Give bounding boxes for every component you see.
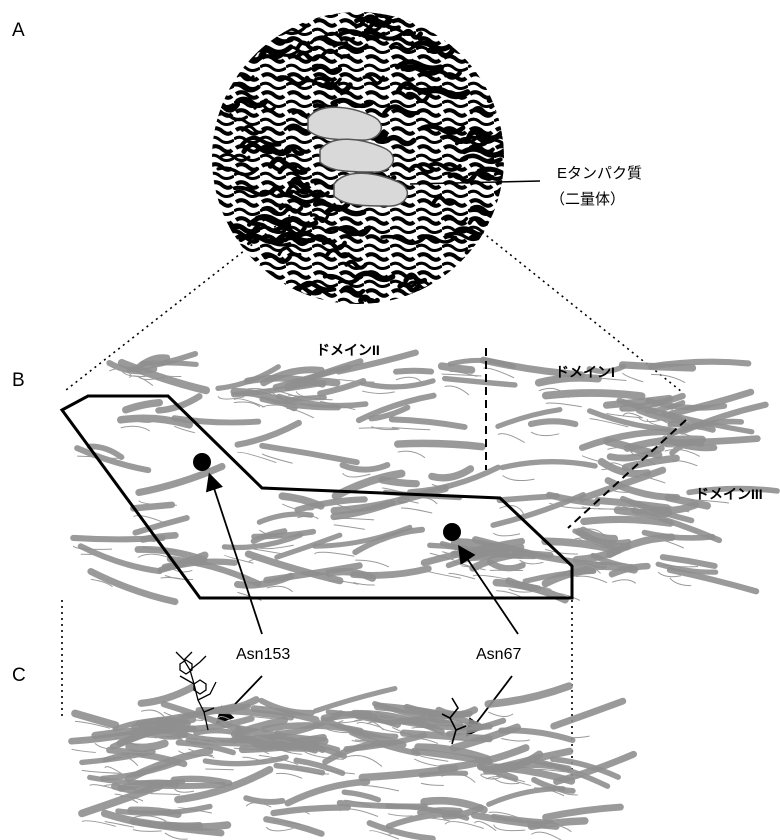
domain-1-label: ドメインI	[555, 362, 615, 382]
e-protein-label: Eタンパク質	[557, 162, 642, 183]
domain-3-label: ドメインIII	[695, 484, 763, 504]
e-protein-ribbon-structure	[73, 353, 777, 602]
dimer-label: （二量体）	[550, 188, 625, 209]
virion-sphere	[200, 0, 542, 320]
e-protein-side-view	[72, 652, 634, 840]
asn67-site-marker	[443, 523, 461, 541]
asn153-label: Asn153	[236, 646, 290, 664]
domain-2-label: ドメインII	[316, 340, 380, 360]
asn153-site-marker	[193, 453, 211, 471]
asn67-label: Asn67	[476, 646, 521, 664]
